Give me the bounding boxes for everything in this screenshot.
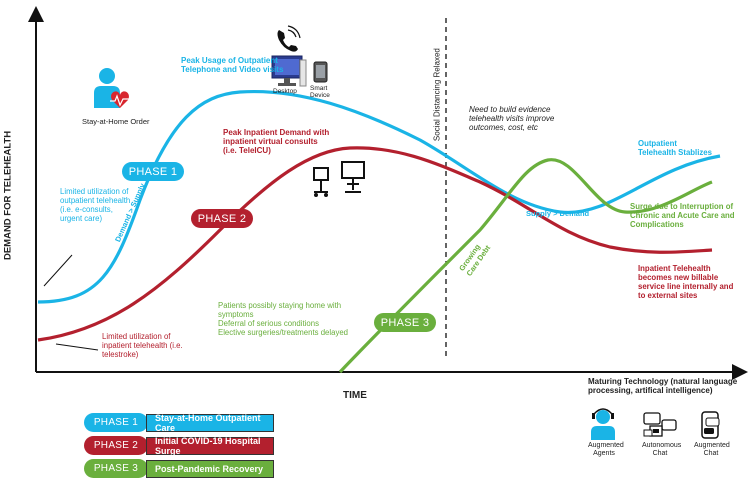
technology-title: Maturing Technology (natural language pr… <box>588 377 738 396</box>
tech-item-autonomous-chat: Autonomous Chat <box>642 442 682 458</box>
x-axis-label: TIME <box>343 390 367 401</box>
y-axis-label: DEMAND FOR TELEHEALTH <box>2 130 14 261</box>
recovery-curve <box>338 158 713 374</box>
supply-demand-label: Supply > Demand <box>526 209 590 218</box>
legend-phase-3-pill: PHASE 3 <box>84 459 148 478</box>
autonomous-chat-icon <box>643 412 677 437</box>
peak-outpatient-label: Peak Usage of Outpatient Telephone and V… <box>181 56 284 75</box>
inpatient-curve <box>37 146 713 342</box>
evidence-label: Need to build evidence telehealth visits… <box>469 105 555 133</box>
divider-label: Social Distancing Relaxed <box>432 48 442 142</box>
peak-inpatient-label: Peak Inpatient Demand with inpatient vir… <box>223 128 330 156</box>
phase-2-pill: PHASE 2 <box>191 209 253 228</box>
phase-3-pill: PHASE 3 <box>374 313 436 332</box>
augmented-agents-icon <box>591 408 615 440</box>
legend-phase-3-text: Post-Pandemic Recovery <box>146 460 274 478</box>
telepresence-cart-icon <box>313 161 365 197</box>
outpatient-pointer <box>43 254 73 287</box>
inpatient-billable-label: Inpatient Telehealth becomes new billabl… <box>638 264 734 300</box>
legend-phase-2-text: Initial COVID-19 Hospital Surge <box>146 436 274 456</box>
legend-phase-2-pill: PHASE 2 <box>84 436 148 455</box>
smart-device-icon <box>313 61 328 83</box>
augmented-chat-icon <box>701 411 720 439</box>
smart-device-label: Smart Device <box>310 85 330 100</box>
phase-1-pill: PHASE 1 <box>122 162 184 181</box>
stay-home-label: Stay-at-Home Order <box>82 117 150 126</box>
tech-item-augmented-chat: Augmented Chat <box>694 442 730 458</box>
inpatient-pointer <box>55 343 99 351</box>
tech-item-augmented-agents: Augmented Agents <box>588 442 624 458</box>
outpatient-stabilizes-label: Outpatient Telehealth Stablizes <box>638 139 712 157</box>
outpatient-curve <box>37 89 721 304</box>
patients-home-label: Patients possibly staying home with symp… <box>218 301 349 337</box>
surge-interruption-label: Surge due to Interruption of Chronic and… <box>630 202 735 229</box>
phone-icon <box>277 25 301 52</box>
limited-inpatient-label: Limited utilization of inpatient telehea… <box>102 332 183 359</box>
legend-phase-1-pill: PHASE 1 <box>84 413 148 432</box>
desktop-icon <box>271 55 307 87</box>
limited-outpatient-label: Limited utilization of outpatient telehe… <box>60 187 131 223</box>
legend-phase-1-text: Stay-at-Home Outpatient Care <box>146 413 274 433</box>
person-heart-icon <box>94 68 132 108</box>
desktop-label: Desktop <box>273 88 297 95</box>
